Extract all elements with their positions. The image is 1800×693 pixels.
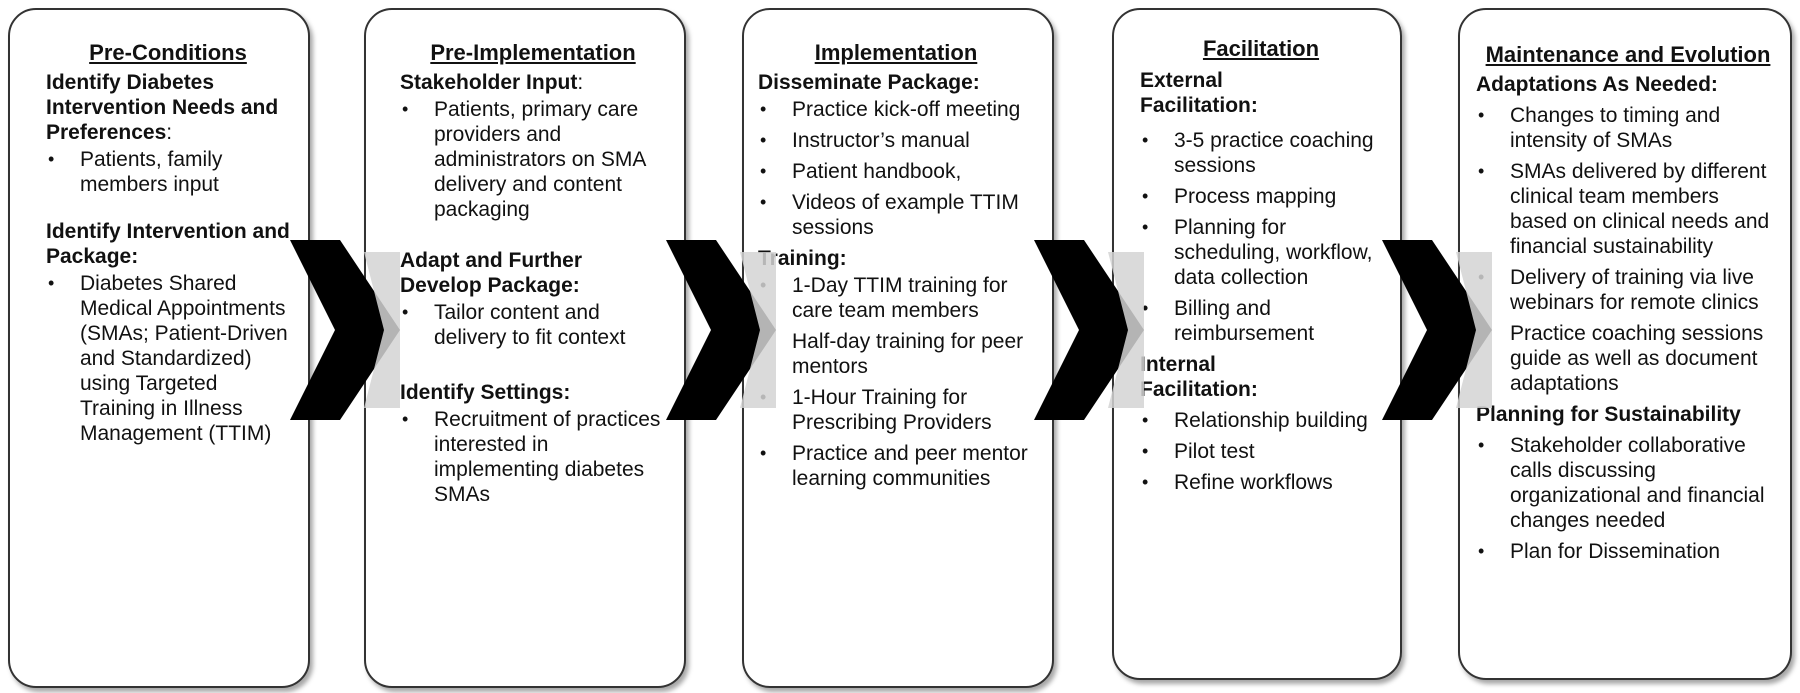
section: External Facilitation: •3-5 practice coa… <box>1140 68 1382 346</box>
list-item: •Tailor content and delivery to fit cont… <box>402 301 626 349</box>
bullet: • <box>402 409 409 429</box>
bullet: • <box>402 302 409 322</box>
list-item: •Patient handbook, <box>760 160 962 183</box>
list-item: •Patients, family members input <box>48 148 223 196</box>
section: Internal Facilitation: •Relationship bui… <box>1140 352 1382 495</box>
item-list: •Recruitment of practices interested in … <box>400 407 666 507</box>
bullet: • <box>1478 435 1485 455</box>
chevron-arrow-icon <box>1034 240 1144 420</box>
list-item: •Planning for scheduling, workflow, data… <box>1142 216 1373 289</box>
list-item: •Pilot test <box>1142 440 1255 463</box>
bullet: • <box>1142 410 1149 430</box>
list-item: •Instructor’s manual <box>760 129 970 152</box>
section: Adapt and Further Develop Package: •Tail… <box>400 248 666 350</box>
section: Stakeholder Input: •Patients, primary ca… <box>400 70 666 222</box>
item-list: •Practice kick-off meeting •Instructor’s… <box>758 97 1034 240</box>
section: Identify Settings: •Recruitment of pract… <box>400 380 666 507</box>
section-heading: Internal Facilitation: <box>1140 353 1258 401</box>
stage-box-facilitation: Facilitation External Facilitation: •3-5… <box>1112 8 1402 680</box>
list-item: •Half-day training for peer mentors <box>758 329 1034 379</box>
section: Training: •1-Day TTIM training for care … <box>758 246 1034 491</box>
bullet: • <box>1142 130 1149 150</box>
chevron-arrow-icon <box>1382 240 1492 420</box>
stage-title: Maintenance and Evolution <box>1485 42 1771 67</box>
bullet: • <box>1478 161 1485 181</box>
section-heading: External Facilitation: <box>1140 69 1258 117</box>
stage-box-pre-conditions: Pre-Conditions Identify Diabetes Interve… <box>8 8 310 688</box>
stage-title: Facilitation <box>1202 36 1320 61</box>
stage-box-maintenance-evolution: Maintenance and Evolution Adaptations As… <box>1458 8 1792 680</box>
section: Identify Intervention and Package: •Diab… <box>46 219 290 446</box>
bullet: • <box>1142 217 1149 237</box>
stage-title: Pre-Conditions <box>89 40 247 65</box>
list-item: •Patients, primary care providers and ad… <box>402 98 646 221</box>
item-list: •Relationship building •Pilot test •Refi… <box>1140 408 1382 495</box>
stage-title: Pre-Implementation <box>430 40 636 65</box>
section: Disseminate Package: •Practice kick-off … <box>758 70 1034 240</box>
bullet: • <box>760 130 767 150</box>
stage-box-pre-implementation: Pre-Implementation Stakeholder Input: •P… <box>364 8 686 688</box>
section-heading: Disseminate Package: <box>758 71 980 94</box>
list-item: •Changes to timing and intensity of SMAs <box>1478 104 1721 152</box>
bullet: • <box>48 273 55 293</box>
section: Adaptations As Needed: •Changes to timin… <box>1476 72 1780 396</box>
section-heading: Identify Diabetes Intervention Needs and… <box>46 71 279 144</box>
section-heading: Stakeholder Input: <box>400 71 584 94</box>
list-item: •Diabetes Shared Medical Appointments (S… <box>48 272 288 445</box>
list-item: •Stakeholder collaborative calls discuss… <box>1478 434 1765 532</box>
list-item: •Recruitment of practices interested in … <box>402 408 661 506</box>
item-list: •Changes to timing and intensity of SMAs… <box>1476 103 1780 396</box>
bullet: • <box>760 192 767 212</box>
list-item: •Billing and reimbursement <box>1142 297 1315 345</box>
bullet: • <box>402 99 409 119</box>
item-list: •Patients, primary care providers and ad… <box>400 97 666 222</box>
chevron-arrow-icon <box>666 240 776 420</box>
list-item: •Practice coaching sessions guide as wel… <box>1476 321 1780 396</box>
list-item: •3-5 practice coaching sessions <box>1142 129 1374 177</box>
stage-title: Implementation <box>814 40 978 65</box>
item-list: •Tailor content and delivery to fit cont… <box>400 300 666 350</box>
list-item: •SMAs delivered by different clinical te… <box>1478 160 1770 258</box>
bullet: • <box>48 149 55 169</box>
bullet: • <box>760 161 767 181</box>
bullet: • <box>1142 472 1149 492</box>
list-item: •Practice and peer mentor learning commu… <box>760 442 1028 490</box>
section: Identify Diabetes Intervention Needs and… <box>46 70 290 197</box>
bullet: • <box>1478 105 1485 125</box>
section-heading: Planning for Sustainability <box>1476 403 1741 426</box>
section-heading: Identify Settings: <box>400 381 571 404</box>
section-heading: Identify Intervention and Package: <box>46 220 290 268</box>
bullet: • <box>760 443 767 463</box>
section-heading: Training: <box>758 247 847 270</box>
section: Planning for Sustainability •Stakeholder… <box>1476 402 1780 564</box>
list-item: •1-Day TTIM training for care team membe… <box>758 273 1034 323</box>
item-list: •3-5 practice coaching sessions •Process… <box>1140 128 1382 346</box>
list-item: •Videos of example TTIM sessions <box>760 191 1019 239</box>
list-item: •Relationship building <box>1142 409 1368 432</box>
bullet: • <box>1142 298 1149 318</box>
item-list: •1-Day TTIM training for care team membe… <box>758 273 1034 491</box>
chevron-arrow-icon <box>290 240 400 420</box>
list-item: •Refine workflows <box>1142 471 1333 494</box>
list-item: •1-Hour Training for Prescribing Provide… <box>758 385 1034 435</box>
bullet: • <box>760 99 767 119</box>
section-heading: Adapt and Further Develop Package: <box>400 249 582 297</box>
list-item: •Delivery of training via live webinars … <box>1476 265 1780 315</box>
bullet: • <box>1478 541 1485 561</box>
item-list: •Patients, family members input <box>46 147 290 197</box>
list-item: •Plan for Dissemination <box>1478 540 1721 563</box>
list-item: •Process mapping <box>1142 185 1337 208</box>
item-list: •Diabetes Shared Medical Appointments (S… <box>46 271 290 446</box>
bullet: • <box>1142 186 1149 206</box>
section-heading: Adaptations As Needed: <box>1476 73 1718 96</box>
item-list: •Stakeholder collaborative calls discuss… <box>1476 433 1780 564</box>
list-item: •Practice kick-off meeting <box>760 98 1021 121</box>
stage-box-implementation: Implementation Disseminate Package: •Pra… <box>742 8 1054 688</box>
bullet: • <box>1142 441 1149 461</box>
